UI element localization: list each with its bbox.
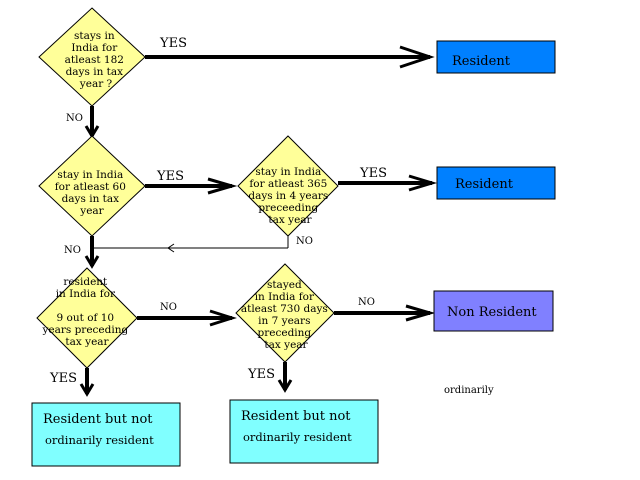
decision-365-days-line: stay in India [255, 166, 321, 178]
outcome-rnor-left-line: Resident but not [43, 412, 153, 427]
outcome-resident-middle-box [436, 166, 556, 200]
outcome-rnor-left-line: ordinarily resident [45, 433, 154, 447]
decision-60-days-line: year [79, 205, 104, 217]
label-yes-d3: YES [359, 166, 387, 181]
outcome-non-resident-box [433, 290, 554, 332]
decision-365-days: stay in India for atleast 365 days in 4 … [237, 135, 339, 237]
arrowhead-d5-yes [277, 379, 293, 393]
label-yes-d5: YES [247, 367, 275, 382]
decision-182-days-line: stays in [74, 30, 115, 42]
outcome-rnor-left-box [31, 402, 181, 467]
arrowhead-d5-no [405, 304, 436, 322]
label-no-d1: NO [66, 113, 83, 124]
decision-730-days: stayed in India for atleast 730 days in … [235, 263, 335, 363]
outcome-resident-middle: Resident [436, 166, 556, 200]
stray-text-ordinarily: ordinarily [444, 385, 494, 396]
label-yes-d1: YES [159, 36, 187, 51]
decision-365-days-line: tax year [268, 214, 312, 226]
arrowhead-d4-yes [79, 383, 95, 397]
arrowhead-d3-no [167, 243, 175, 253]
decision-9-of-10-years: resident in India for 9 out of 10 years … [36, 267, 138, 369]
decision-365-days-line: for atleast 365 [249, 178, 327, 190]
decision-60-days-shape [38, 135, 146, 237]
decision-9-of-10-years-shape [36, 267, 138, 369]
decision-730-days-shape [235, 263, 335, 363]
arrowhead-d2-yes [207, 177, 238, 195]
decision-365-days-line: days in 4 years [248, 190, 328, 202]
svg-text:stay in India for atle: stay in India for atleast 60 days in tax… [55, 169, 130, 217]
outcome-resident-middle-label: Resident [455, 177, 514, 192]
outcome-rnor-right-box [229, 399, 379, 464]
svg-text:stayed in India for: stayed in India for atleast 730 days in … [241, 279, 331, 351]
decision-182-days-line: year ? [79, 78, 113, 90]
decision-730-days-line: in 7 years [258, 315, 310, 327]
arrowhead-d1-yes [399, 45, 435, 69]
decision-9-of-10-years-line: 9 out of 10 [57, 312, 115, 324]
outcome-rnor-left: Resident but not ordinarily resident [31, 402, 181, 467]
decision-730-days-line: in India for [255, 291, 315, 303]
svg-text:stays in India for: stays in India for atleast 182 days in t… [65, 30, 128, 90]
label-yes-d2: YES [156, 169, 184, 184]
arrowhead-d2-no [84, 255, 100, 269]
label-no-d2: NO [64, 245, 81, 256]
decision-60-days-line: days in tax [62, 193, 120, 205]
decision-9-of-10-years-line: years preceding [41, 324, 128, 336]
label-no-d4: NO [160, 302, 177, 313]
decision-182-days-line: days in tax [66, 66, 124, 78]
decision-60-days: stay in India for atleast 60 days in tax… [38, 135, 146, 237]
label-yes-d4: YES [49, 371, 77, 386]
arrowhead-d4-no [209, 309, 237, 327]
label-no-d5: NO [358, 297, 375, 308]
decision-9-of-10-years-line: resident [63, 276, 108, 288]
decision-182-days-shape [38, 7, 146, 107]
decision-9-of-10-years-line: tax year [65, 336, 109, 348]
outcome-rnor-right-line: Resident but not [241, 409, 351, 424]
svg-text:stay in India for atle: stay in India for atleast 365 days in 4 … [248, 166, 331, 226]
arrowhead-d3-yes [408, 174, 438, 192]
outcome-non-resident-label: Non Resident [447, 305, 537, 320]
svg-text:resident in India for: resident in India for 9 out of 10 years … [41, 276, 131, 348]
decision-730-days-line: tax year [264, 339, 308, 351]
decision-730-days-line: stayed [267, 279, 302, 291]
outcome-non-resident: Non Resident [433, 290, 554, 332]
decision-182-days-line: atleast 182 [65, 54, 124, 66]
decision-730-days-line: atleast 730 days [241, 303, 328, 315]
decision-60-days-line: stay in India [57, 169, 123, 181]
outcome-rnor-right: Resident but not ordinarily resident [229, 399, 379, 464]
outcome-resident-top: Resident [436, 40, 556, 74]
decision-365-days-line: preceeding [258, 202, 318, 214]
decision-60-days-line: for atleast 60 [55, 181, 126, 193]
outcome-resident-top-box [436, 40, 556, 74]
outcome-rnor-right-line: ordinarily resident [243, 430, 352, 444]
label-no-d3: NO [296, 236, 313, 247]
decision-182-days: stays in India for atleast 182 days in t… [38, 7, 146, 107]
decision-365-days-shape [237, 135, 339, 237]
decision-9-of-10-years-line: in India for [56, 288, 116, 300]
decision-182-days-line: India for [71, 42, 118, 54]
outcome-resident-top-label: Resident [452, 54, 511, 69]
decision-730-days-line: preceding [258, 327, 312, 339]
